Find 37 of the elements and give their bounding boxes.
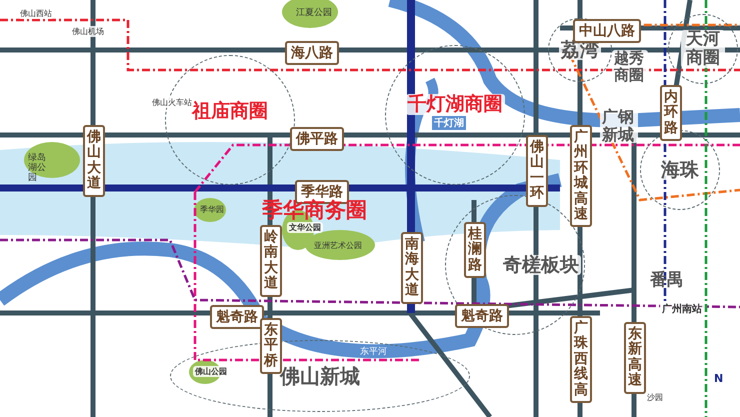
park-name: 佛山公园 (193, 366, 229, 377)
district-circle (668, 14, 738, 84)
road-sign: 佛平路 (290, 127, 344, 151)
district-name: 海珠 (659, 160, 701, 180)
station-name: 佛山火车站 (150, 97, 194, 108)
road-sign: 东新高速 (624, 322, 646, 394)
district-name: 天河商圈 (681, 30, 725, 68)
compass-label: N (714, 372, 724, 385)
road-sign: 广珠西线高 (570, 316, 592, 403)
area-name: 越秀商圈 (612, 50, 648, 83)
road-sign: 佛山大道 (83, 125, 105, 197)
road-sign: 中山八路 (573, 19, 641, 43)
lake-name: 千灯湖 (432, 116, 466, 130)
district-name: 祖庙商圈 (190, 100, 270, 122)
park-name: 江夏公园 (296, 6, 332, 19)
park-name: 文华公园 (287, 222, 323, 233)
area-name: 广钢新城 (600, 108, 638, 144)
station-name: 佛山西站 (18, 8, 54, 19)
river-name: 东平河 (360, 346, 387, 358)
road-sign: 海八路 (285, 41, 339, 65)
district-name: 千灯湖商圈 (406, 94, 504, 116)
station-name: 广州南站 (660, 302, 704, 316)
district-name: 佛山新城 (278, 365, 362, 387)
station-name: 沙园 (645, 392, 665, 403)
road-sign: 南海大道 (401, 232, 423, 304)
airport-name: 佛山机场 (70, 26, 106, 37)
road-sign: 魁奇路 (210, 305, 264, 329)
road-sign: 佛山一环 (526, 135, 548, 207)
road-sign: 岭南大道 (260, 225, 282, 297)
road-sign: 东平桥 (260, 318, 282, 374)
park-name: 季华园 (200, 204, 224, 215)
district-name: 奇槎板块 (501, 254, 581, 276)
road-sign: 广州环城高速 (570, 125, 592, 228)
road-sign: 内环路 (660, 85, 682, 142)
park-name: 绿岛湖公园 (28, 154, 47, 184)
park-name: 亚洲艺术公园 (314, 240, 362, 251)
area-name: 番禺 (650, 269, 684, 291)
